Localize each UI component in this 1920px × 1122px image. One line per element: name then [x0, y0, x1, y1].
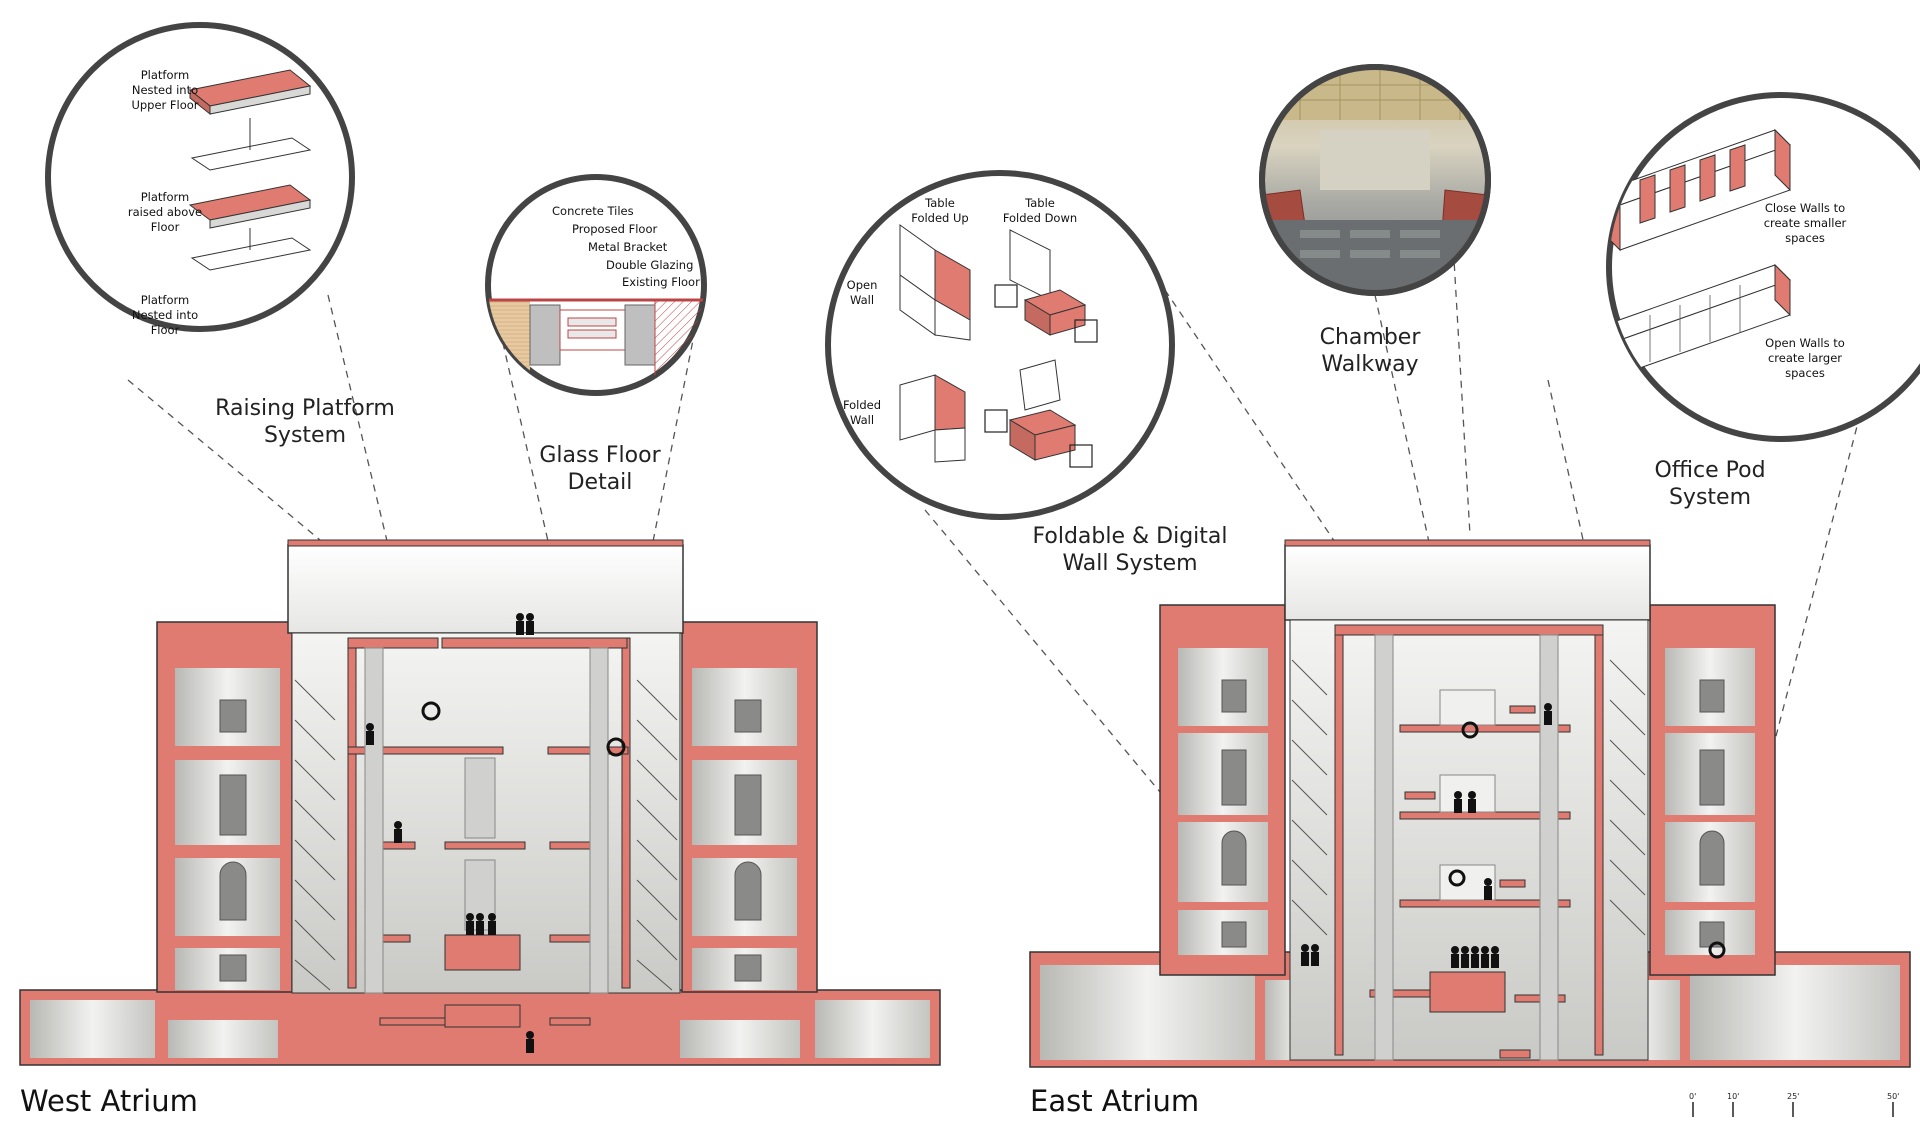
scale-0: 0'	[1689, 1092, 1697, 1101]
pod-open-label: Open Walls to create larger spaces	[1765, 336, 1845, 380]
west-atrium-section	[19, 539, 941, 1066]
west-atrium-title: West Atrium	[20, 1084, 198, 1118]
folded-wall-label: Folded Wall	[842, 398, 882, 427]
office-pod-label: Office Pod System	[1654, 458, 1766, 510]
glass-floor-label: Glass Floor Detail	[539, 443, 661, 495]
table-down-label: Table Folded Down	[1002, 196, 1078, 225]
open-wall-label: Open Wall	[846, 278, 878, 307]
pod-close-label: Close Walls to create smaller spaces	[1763, 201, 1847, 245]
chamber-walkway-view	[1259, 64, 1491, 296]
raising-platform-label: Raising Platform System	[215, 396, 395, 448]
scale-10: 10'	[1727, 1092, 1740, 1101]
platform-floor-label: Platform Nested into Floor	[131, 293, 199, 337]
glass-floor-tag-3: Double Glazing	[606, 258, 694, 272]
foldable-wall-detail	[825, 170, 1175, 520]
chamber-walkway-label: Chamber Walkway	[1319, 325, 1421, 377]
table-up-label: Table Folded Up	[911, 196, 969, 225]
scale-50: 50'	[1887, 1092, 1900, 1101]
glass-floor-tag-2: Metal Bracket	[588, 240, 668, 254]
scale-bar	[1692, 1102, 1894, 1117]
glass-floor-tag-4: Existing Floor	[622, 275, 700, 289]
east-atrium-title: East Atrium	[1030, 1084, 1200, 1118]
platform-upper-label: Platform Nested into Upper Floor	[131, 68, 199, 112]
glass-floor-tag-0: Concrete Tiles	[552, 204, 634, 218]
foldable-wall-label: Foldable & Digital Wall System	[1032, 524, 1228, 576]
east-atrium-section	[1029, 539, 1911, 1068]
office-pod-detail	[1606, 92, 1920, 442]
platform-raised-label: Platform raised above Floor	[127, 190, 203, 234]
scale-25: 25'	[1787, 1092, 1800, 1101]
glass-floor-tag-1: Proposed Floor	[572, 222, 658, 236]
